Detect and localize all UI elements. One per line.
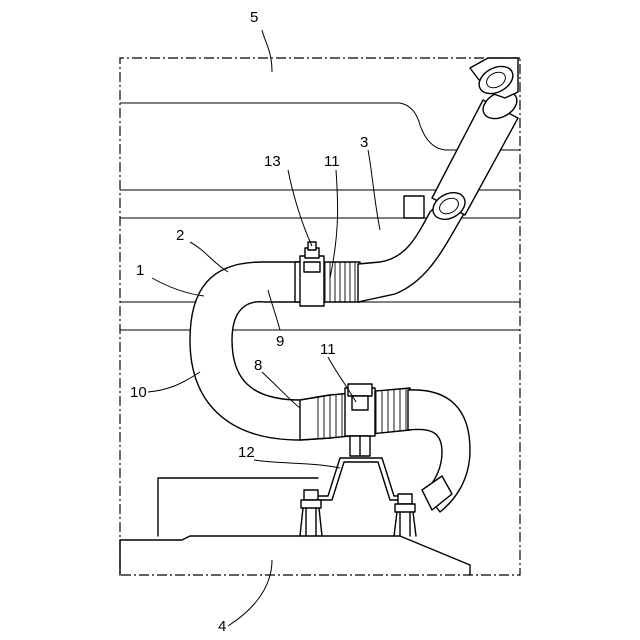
mounting-studs	[300, 490, 416, 536]
engine-body	[120, 536, 470, 575]
label-5: 5	[250, 9, 258, 26]
label-12: 12	[238, 444, 255, 461]
label-8: 8	[254, 357, 262, 374]
label-11-upper: 11	[324, 153, 340, 170]
label-11-lower: 11	[320, 341, 336, 358]
label-9: 9	[276, 333, 284, 350]
label-3: 3	[360, 134, 368, 151]
label-10: 10	[130, 384, 147, 401]
muffler-bracket-block	[404, 196, 424, 218]
frame-outline	[120, 58, 520, 575]
engine-top-box	[158, 478, 318, 536]
upper-clamp-11	[300, 242, 324, 306]
label-2: 2	[176, 227, 184, 244]
label-4: 4	[218, 618, 226, 635]
label-1: 1	[136, 262, 144, 279]
label-13: 13	[264, 153, 281, 170]
